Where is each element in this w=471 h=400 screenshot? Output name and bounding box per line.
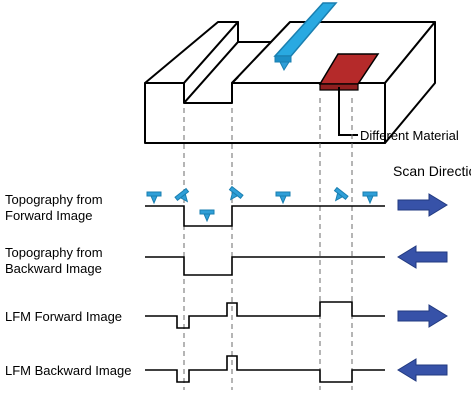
lfm-forward-trace bbox=[145, 301, 385, 329]
topo-backward-label-line1: Topography from bbox=[5, 245, 103, 260]
scan-tips bbox=[146, 185, 378, 223]
arrow-left-icon bbox=[397, 245, 448, 269]
lfm-forward-label: LFM Forward Image bbox=[5, 309, 122, 324]
topo-forward-label-line2: Forward Image bbox=[5, 208, 92, 223]
front-face bbox=[144, 82, 386, 144]
lfm-backward-label: LFM Backward Image bbox=[5, 363, 131, 378]
guide-lines bbox=[183, 98, 353, 390]
arrow-left-icon bbox=[397, 358, 448, 382]
tip-icon bbox=[146, 191, 162, 205]
topo-forward-trace bbox=[145, 205, 385, 227]
cantilever-icon bbox=[273, 2, 338, 72]
tip-icon bbox=[199, 209, 215, 223]
tip-icon bbox=[228, 185, 244, 201]
sample-block bbox=[144, 21, 436, 144]
topo-forward-label-line1: Topography from bbox=[5, 192, 103, 207]
tip-icon bbox=[275, 191, 291, 205]
tip-icon bbox=[174, 187, 190, 203]
tip-icon bbox=[362, 191, 378, 205]
tip-icon bbox=[279, 61, 290, 72]
topo-backward-trace bbox=[145, 256, 385, 276]
lfm-backward-trace bbox=[145, 355, 385, 383]
arrow-right-icon bbox=[397, 193, 448, 217]
scan-direction-label: Scan Direction bbox=[393, 163, 471, 179]
different-material-label: Different Material bbox=[360, 128, 459, 143]
topo-backward-label-line2: Backward Image bbox=[5, 261, 102, 276]
right-side-face bbox=[384, 21, 436, 144]
arrow-right-icon bbox=[397, 304, 448, 328]
tip-icon bbox=[333, 186, 349, 202]
